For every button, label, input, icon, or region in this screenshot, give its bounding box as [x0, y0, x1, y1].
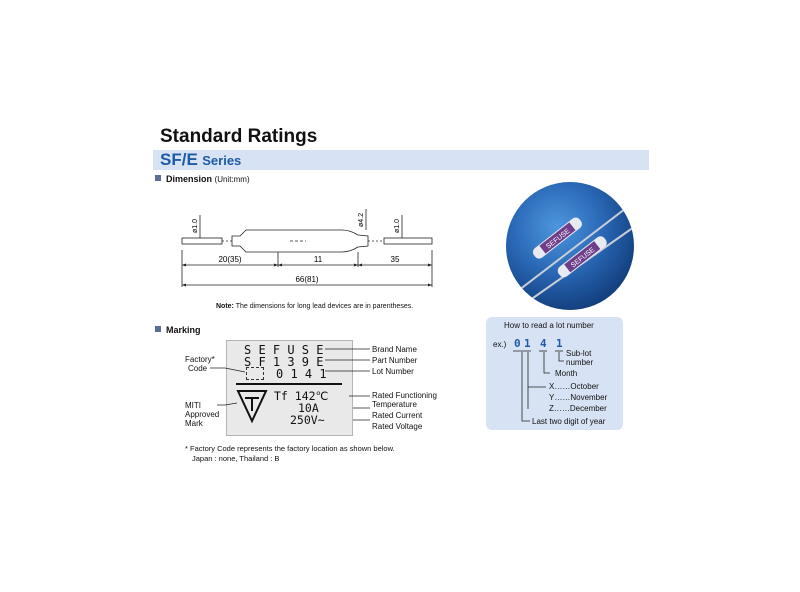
miti-label-1: MITI: [185, 401, 201, 410]
voltage-line: 250V~: [290, 413, 325, 427]
section-bullet-icon: [155, 175, 161, 181]
note-text: The dimensions for long lead devices are…: [235, 303, 414, 310]
year-label: Last two digit of year: [532, 417, 606, 426]
lot-reading-title: How to read a lot number: [504, 321, 594, 330]
rated-functioning-label: Rated Functioning: [372, 391, 437, 400]
dimension-heading: Dimension (Unit:mm): [155, 174, 250, 184]
total-length-label: 66(81): [295, 275, 318, 284]
marking-divider: [236, 383, 342, 385]
miti-label-3: Mark: [185, 419, 203, 428]
factory-label: Factory*: [185, 355, 215, 364]
dimension-note: Note: The dimensions for long lead devic…: [216, 303, 413, 310]
brand-name-label: Brand Name: [372, 345, 417, 354]
month-row-october: X……October: [549, 382, 599, 391]
temperature-label: Temperature: [372, 400, 417, 409]
factory-code-box: [246, 367, 264, 380]
marking-leader-lines: [210, 348, 370, 421]
left-length-label: 20(35): [218, 255, 241, 264]
brand-line: S E F U S E: [244, 343, 324, 357]
body-dia-label: ø4.2: [358, 213, 365, 227]
lot-digit-4: 1: [556, 337, 563, 350]
rated-current-label: Rated Current: [372, 411, 423, 420]
month-label: Month: [555, 369, 578, 378]
lot-leader-lines: [513, 350, 564, 422]
lot-number-label: Lot Number: [372, 367, 414, 376]
sublot-label-2: number: [566, 358, 594, 367]
lead-dia-right-label: ø1.0: [394, 219, 401, 233]
lot-digit-1: 0: [514, 337, 521, 350]
fuse-photo-drawing: SEFUSE SEFUSE: [506, 201, 634, 310]
right-length-label: 35: [391, 255, 400, 264]
miti-label-2: Approved: [185, 410, 220, 419]
month-row-november: Y……November: [549, 393, 608, 402]
page-title: Standard Ratings: [160, 126, 318, 147]
lot-digit-3: 4: [540, 337, 547, 350]
series-suffix: Series: [202, 153, 242, 168]
series-name: SF/E: [160, 150, 198, 169]
part-number-label: Part Number: [372, 356, 418, 365]
temp-line: Tf 142℃: [274, 389, 329, 403]
marking-box: [226, 340, 353, 436]
factory-footnote: * Factory Code represents the factory lo…: [185, 444, 395, 453]
miti-mark-icon: [236, 390, 268, 424]
section-bullet-icon: [155, 326, 161, 332]
factory-locations: Japan : none, Thailand : B: [192, 454, 280, 463]
part-line: S F 1 3 9 E: [244, 355, 324, 369]
right-lead: [383, 237, 433, 245]
left-lead: [181, 237, 223, 245]
series-bar: [153, 150, 649, 170]
body-length-label: 11: [314, 255, 323, 264]
note-label: Note:: [216, 303, 234, 310]
fuse-photo: SEFUSE SEFUSE: [506, 182, 634, 310]
marking-heading: Marking: [155, 325, 201, 335]
lot-reading-panel: [486, 317, 623, 430]
dimension-drawing: ø1.0 ø4.2 ø1.0 20(35) 11 35 66(81): [181, 209, 433, 287]
code-label: Code: [188, 364, 208, 373]
dimension-unit: (Unit:mm): [214, 175, 250, 184]
sublot-label-1: Sub-lot: [566, 349, 592, 358]
series-heading: SF/E Series: [160, 150, 241, 170]
lot-digit-2: 1: [524, 337, 531, 350]
lead-dia-left-label: ø1.0: [192, 219, 199, 233]
month-row-december: Z……December: [549, 404, 607, 413]
lot-example-prefix: ex.): [493, 340, 507, 349]
rated-voltage-label: Rated Voltage: [372, 422, 423, 431]
current-line: 10A: [298, 401, 319, 415]
lot-line: 0 1 4 1: [276, 367, 327, 381]
